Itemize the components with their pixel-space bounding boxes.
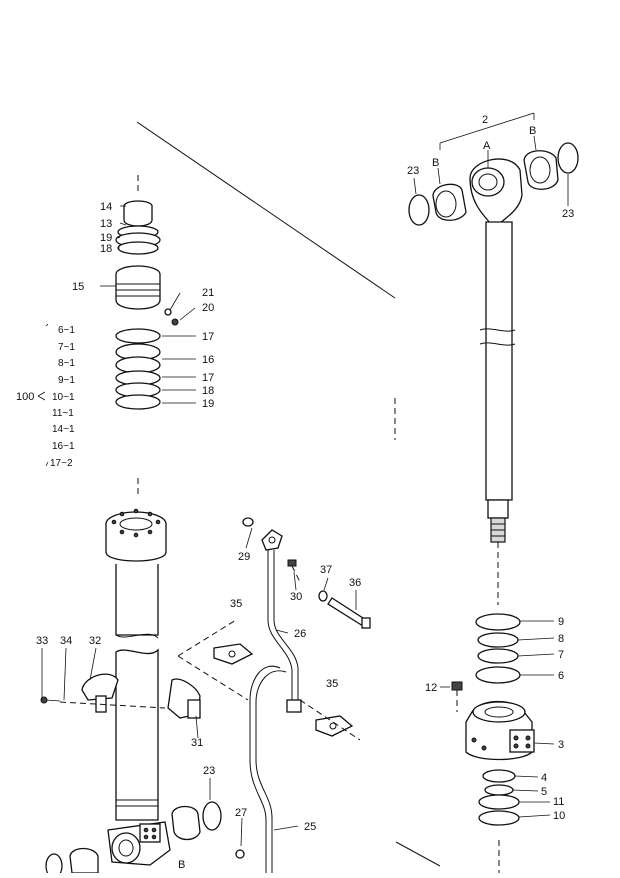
callout-A: A <box>483 140 491 152</box>
callout-18: 18 <box>100 243 112 255</box>
piston-assembly <box>115 175 179 496</box>
callout-26: 26 <box>294 628 306 640</box>
callout-35: 35 <box>230 598 242 610</box>
callout-labels: 2 A B B 23 23 14 13 19 18 15 21 20 17 16… <box>36 114 574 871</box>
callout-10: 10 <box>553 810 565 822</box>
callout-14: 14 <box>100 201 112 213</box>
callout-21: 21 <box>202 287 214 299</box>
callout-13: 13 <box>100 218 112 230</box>
callout-34: 34 <box>60 635 72 647</box>
leader-lines <box>41 135 569 847</box>
callout-2: 2 <box>482 114 488 126</box>
callout-35: 35 <box>326 678 338 690</box>
callout-15: 15 <box>72 281 84 293</box>
callout-12: 12 <box>425 682 437 694</box>
kit-item: 16~1 <box>52 441 75 452</box>
callout-4: 4 <box>541 772 547 784</box>
kit-item: 7~1 <box>58 342 75 353</box>
callout-27: 27 <box>235 807 247 819</box>
callout-18: 18 <box>202 385 214 397</box>
clamp-assembly <box>40 673 201 719</box>
kit-list: 100 6~1 7~1 8~1 9~1 10~1 11~1 14~1 16~1 … <box>16 323 75 469</box>
kit-item: 8~1 <box>58 358 75 369</box>
callout-33: 33 <box>36 635 48 647</box>
kit-item: 6~1 <box>58 325 75 336</box>
callout-20: 20 <box>202 302 214 314</box>
kit-label: 100 <box>16 391 34 403</box>
kit-item: 17~2 <box>50 458 73 469</box>
cylinder-tube <box>45 508 222 878</box>
callout-16: 16 <box>202 354 214 366</box>
callout-8: 8 <box>558 633 564 645</box>
kit-item: 11~1 <box>52 408 74 419</box>
piping-assembly <box>177 517 371 873</box>
callout-32: 32 <box>89 635 101 647</box>
kit-item: 10~1 <box>52 392 75 403</box>
callout-37: 37 <box>320 564 332 576</box>
rod-assembly <box>394 112 579 605</box>
callout-6: 6 <box>558 670 564 682</box>
callout-19: 19 <box>100 232 112 244</box>
callout-B: B <box>432 157 439 169</box>
callout-17: 17 <box>202 331 214 343</box>
kit-item: 9~1 <box>58 375 75 386</box>
callout-11: 11 <box>553 796 564 808</box>
callout-36: 36 <box>349 577 361 589</box>
callout-B: B <box>178 859 185 871</box>
rod-head-assembly <box>451 613 535 873</box>
kit-item: 14~1 <box>52 424 75 435</box>
callout-19: 19 <box>202 398 214 410</box>
callout-30: 30 <box>290 591 302 603</box>
callout-23: 23 <box>562 208 574 220</box>
callout-3: 3 <box>558 739 564 751</box>
callout-17: 17 <box>202 372 214 384</box>
callout-25: 25 <box>304 821 316 833</box>
callout-23: 23 <box>203 765 215 777</box>
callout-7: 7 <box>558 649 564 661</box>
callout-9: 9 <box>558 616 564 628</box>
callout-B: B <box>529 125 536 137</box>
callout-29: 29 <box>238 551 250 563</box>
callout-5: 5 <box>541 786 547 798</box>
callout-31: 31 <box>191 737 203 749</box>
callout-23: 23 <box>407 165 419 177</box>
